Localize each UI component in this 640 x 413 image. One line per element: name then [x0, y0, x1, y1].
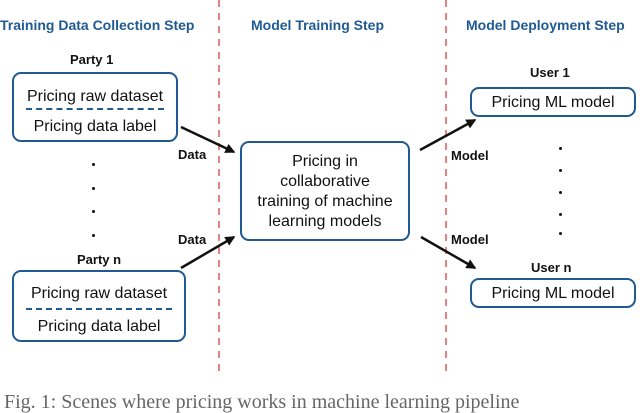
- collaborative-training-text: Pricing in collaborative training of mac…: [257, 153, 393, 230]
- user-dot: [559, 232, 562, 235]
- user-dot: [559, 213, 562, 216]
- party-1-data-label: Pricing data label: [33, 118, 157, 135]
- party-dot: [92, 210, 95, 213]
- party-n-dataset-box: Pricing raw dataset Pricing data label: [12, 270, 186, 342]
- party-n-label: Party n: [77, 252, 122, 267]
- deployment-step-title: Model Deployment Step: [466, 17, 625, 33]
- user-1-model-box: Pricing ML model: [470, 87, 636, 117]
- user-1-label: User 1: [530, 65, 570, 80]
- model-arrow-label-bottom: Model: [451, 232, 489, 247]
- party-dot: [92, 163, 95, 166]
- party-dot: [92, 234, 95, 237]
- party-n-raw-dataset: Pricing raw dataset: [30, 285, 168, 302]
- user-n-model: Pricing ML model: [491, 285, 615, 302]
- user-1-model: Pricing ML model: [491, 94, 615, 111]
- model-arrow-top: [419, 118, 477, 152]
- party-n-separator: [26, 308, 172, 310]
- user-dot: [559, 147, 562, 150]
- model-arrow-label-top: Model: [451, 148, 489, 163]
- party-1-label: Party 1: [70, 52, 114, 67]
- user-n-label: User n: [531, 260, 572, 275]
- party-1-separator: [26, 108, 164, 110]
- party-dot: [92, 187, 95, 190]
- user-n-model-box: Pricing ML model: [470, 278, 636, 308]
- data-arrow-label-top: Data: [178, 147, 207, 162]
- user-dot: [559, 191, 562, 194]
- collaborative-training-box: Pricing in collaborative training of mac…: [240, 141, 410, 241]
- party-1-dataset-box: Pricing raw dataset Pricing data label: [12, 72, 178, 142]
- user-dot: [559, 169, 562, 172]
- party-n-data-label: Pricing data label: [37, 318, 161, 335]
- training-step-title: Model Training Step: [251, 17, 385, 33]
- collection-step-title: Training Data Collection Step: [0, 17, 195, 33]
- party-1-raw-dataset: Pricing raw dataset: [26, 88, 164, 105]
- data-arrow-label-bottom: Data: [178, 232, 207, 247]
- figure-caption: Fig. 1: Scenes where pricing works in ma…: [4, 391, 520, 413]
